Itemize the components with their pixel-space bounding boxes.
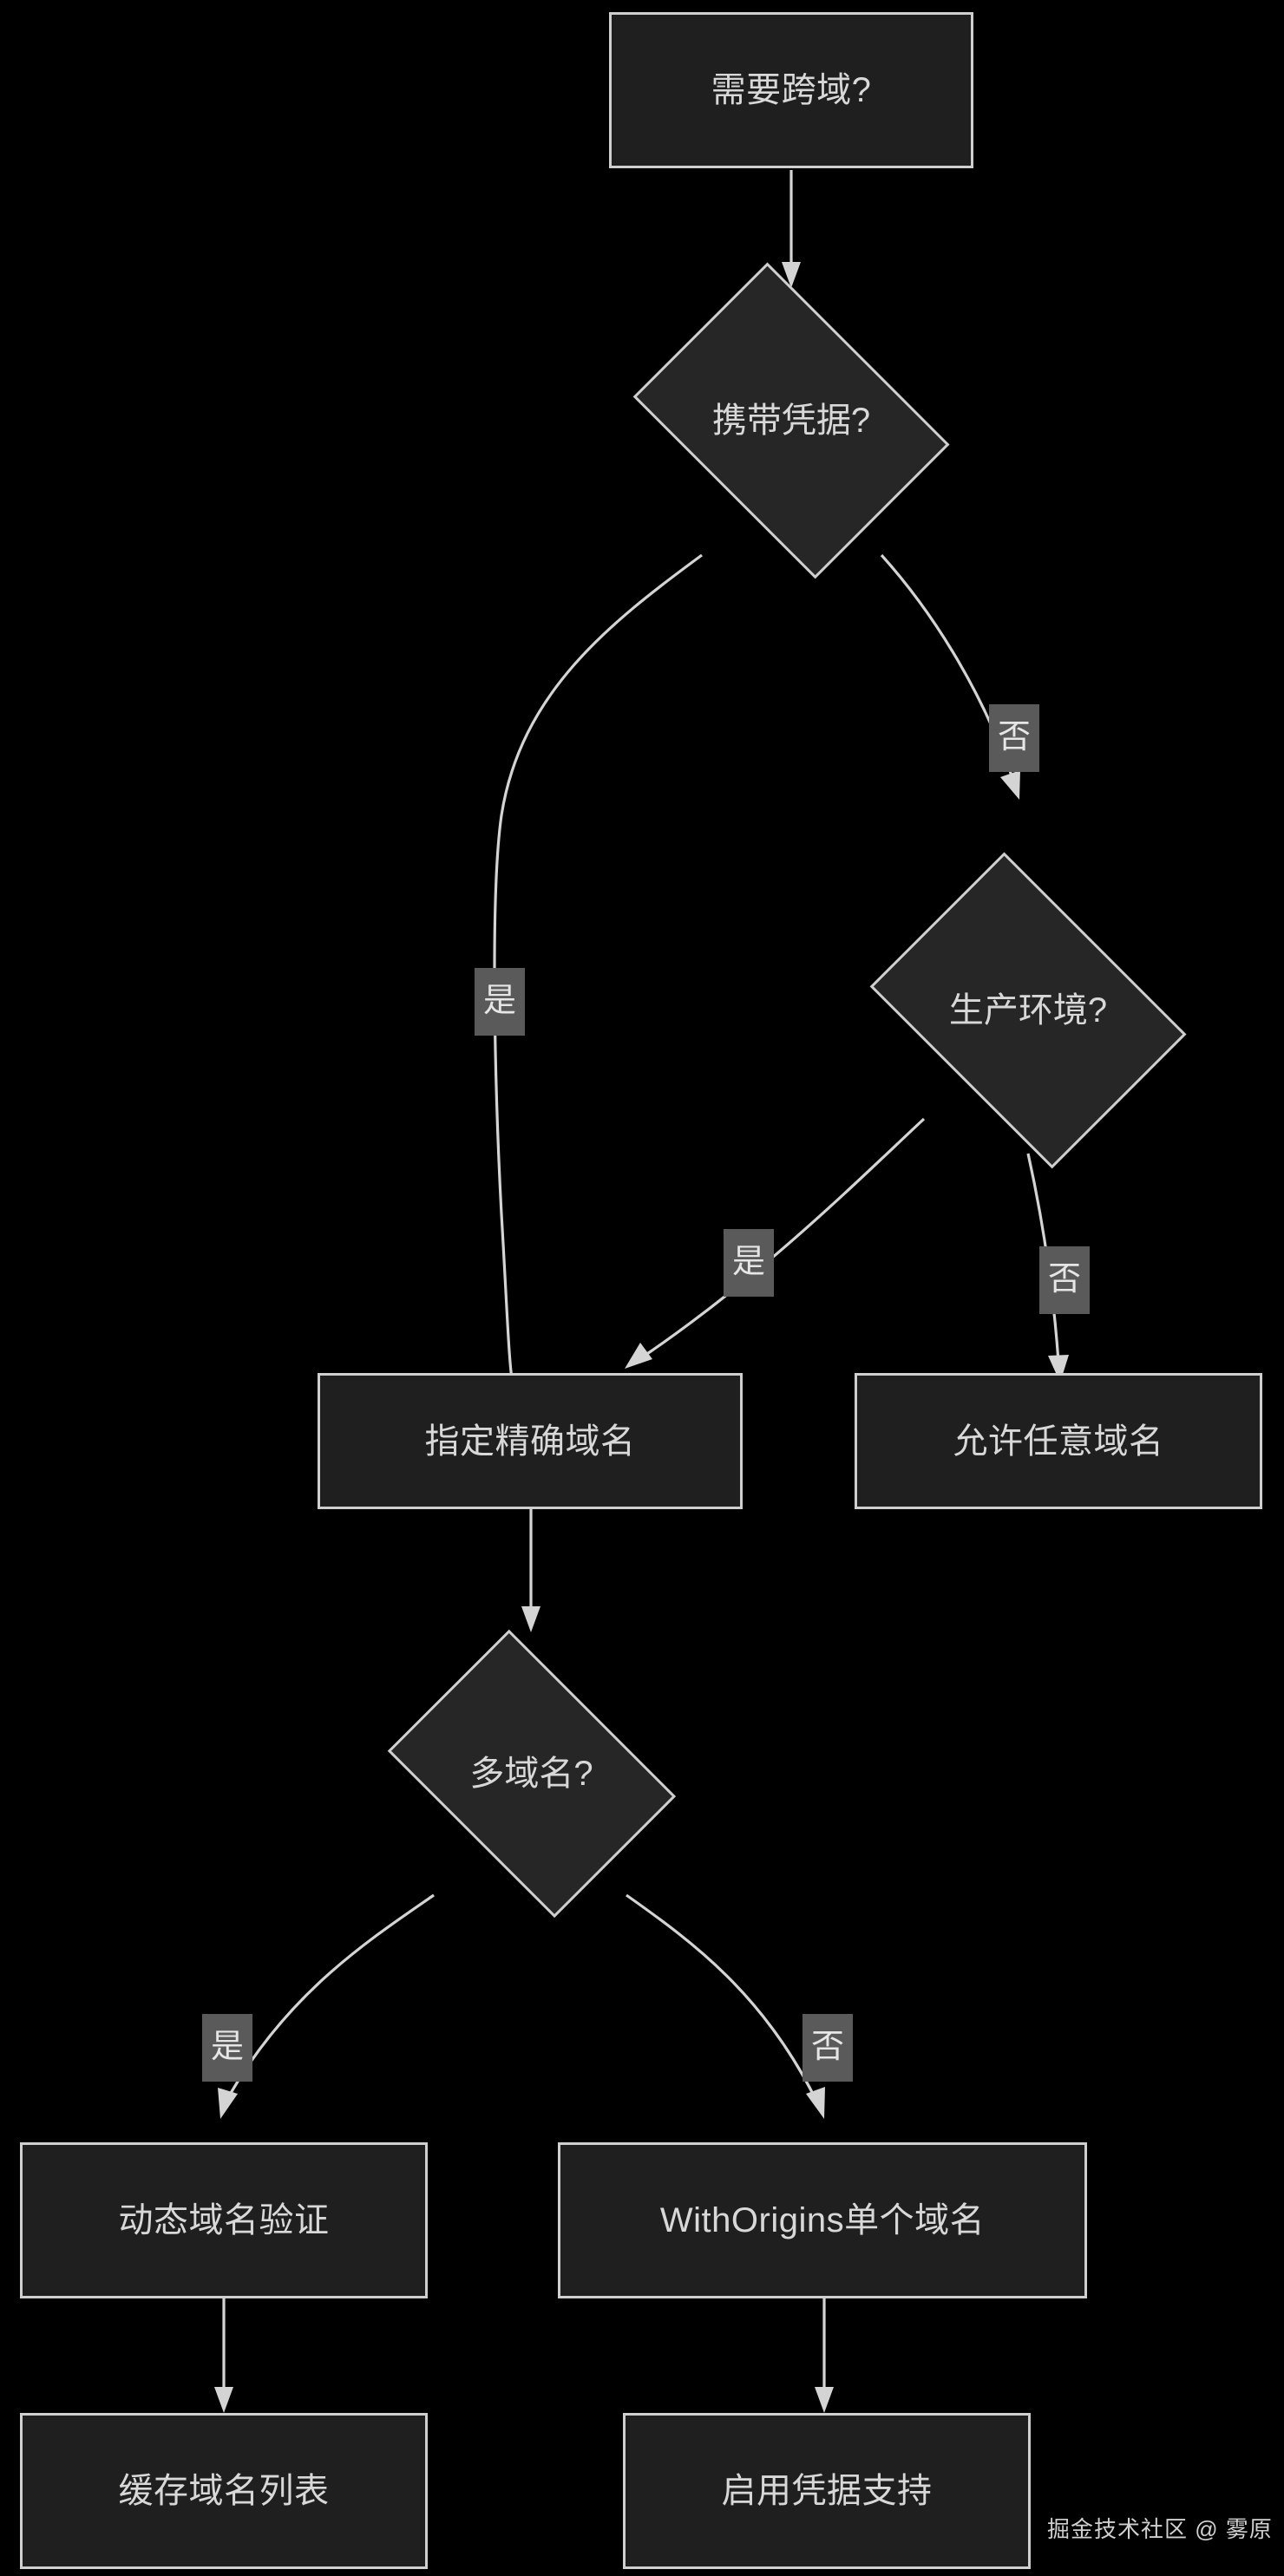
edge-n6-n8-no (626, 1893, 825, 2119)
edge-label-n2-n3: 否 (989, 704, 1039, 772)
node-label: 多域名? (469, 1755, 593, 1793)
node-production-env[interactable]: 生产环境? (846, 852, 1210, 1169)
node-withorigins-single-domain[interactable]: WithOrigins单个域名 (558, 2142, 1087, 2298)
node-with-credentials[interactable]: 携带凭据? (609, 262, 973, 579)
edge-n1-n2 (782, 170, 801, 288)
node-label: WithOrigins单个域名 (659, 2201, 986, 2239)
edge-n8-n10 (815, 2298, 834, 2413)
node-exact-domain[interactable]: 指定精确域名 (318, 1373, 743, 1509)
node-label: 指定精确域名 (424, 1422, 636, 1461)
watermark-text: 掘金技术社区 @ 雾原 (1047, 2516, 1273, 2542)
node-enable-credentials-support[interactable]: 启用凭据支持 (623, 2413, 1031, 2569)
edge-n4-n6 (521, 1509, 540, 1632)
node-need-cors[interactable]: 需要跨域? (609, 12, 973, 168)
edge-label-n3-n5: 否 (1039, 1246, 1090, 1314)
edge-label-n6-n7: 是 (202, 2014, 252, 2082)
edge-label-n3-n4: 是 (724, 1229, 774, 1297)
node-label: 需要跨域? (711, 71, 872, 109)
node-multiple-domains[interactable]: 多域名? (364, 1629, 698, 1919)
node-allow-any-domain[interactable]: 允许任意域名 (855, 1373, 1262, 1509)
edge-label-n6-n8: 否 (802, 2014, 853, 2082)
node-label: 生产环境? (948, 991, 1108, 1030)
node-label: 启用凭据支持 (721, 2472, 933, 2510)
node-label: 缓存域名列表 (118, 2472, 330, 2510)
edge-n6-n7-yes (218, 1893, 435, 2119)
node-cache-domain-list[interactable]: 缓存域名列表 (20, 2413, 428, 2569)
edge-label-n2-n4: 是 (475, 968, 525, 1036)
edge-n2-n4-yes (493, 553, 703, 1400)
node-label: 允许任意域名 (953, 1422, 1164, 1461)
edge-n3-n4-yes (625, 1117, 926, 1369)
node-label: 动态域名验证 (118, 2201, 330, 2239)
node-label: 携带凭据? (711, 402, 871, 440)
edge-n7-n9 (214, 2298, 233, 2413)
node-dynamic-domain-validation[interactable]: 动态域名验证 (20, 2142, 428, 2298)
